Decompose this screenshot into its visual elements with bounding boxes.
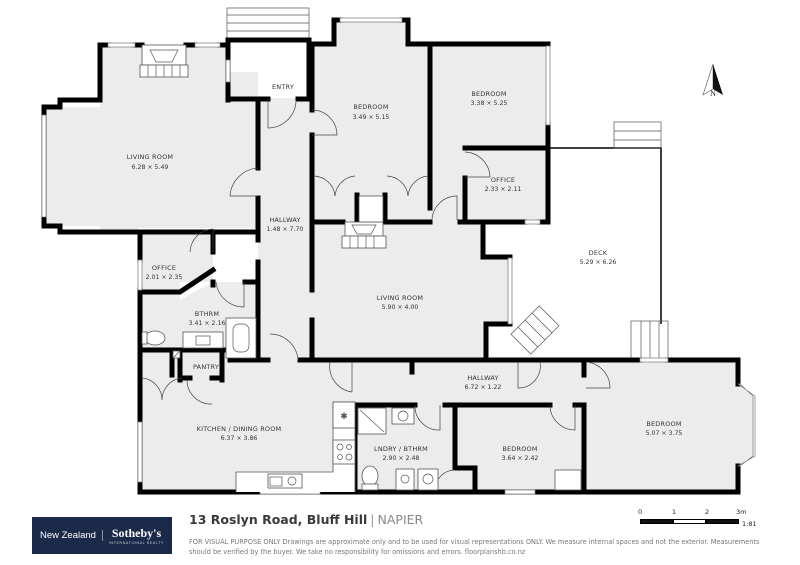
property-address: 13 Roslyn Road, Bluff Hill|NAPIER: [189, 512, 423, 527]
address-separator: |: [370, 512, 375, 527]
room-name: BEDROOM: [502, 445, 537, 453]
logo-brand: Sotheby's: [111, 525, 162, 540]
room-name: BTHRM: [195, 310, 219, 318]
floor-plan: ✱ N LIVING ROOM 6.28 × 5.49 ENTRY BEDROO…: [41, 7, 756, 495]
room-dims: 6.28 × 5.49: [132, 164, 169, 171]
logo-brand-block: Sotheby's INTERNATIONAL REALTY: [103, 527, 164, 545]
scale-bar: 0 1 2 3m 1:81: [638, 508, 758, 530]
room-name: KITCHEN / DINING ROOM: [197, 425, 282, 433]
disclaimer-text: FOR VISUAL PURPOSE ONLY Drawings are app…: [189, 538, 760, 556]
logo-tagline: INTERNATIONAL REALTY: [108, 540, 165, 545]
room-name: LNDRY / BTHRM: [374, 445, 428, 453]
room-dims: 5.29 × 6.26: [580, 259, 617, 266]
room-dims: 3.38 × 5.25: [471, 100, 508, 107]
room-dims: 3.64 × 2.42: [502, 455, 539, 462]
scale-segment: [706, 519, 739, 524]
room-dims: 5.90 × 4.00: [382, 304, 419, 311]
svg-text:N: N: [710, 89, 716, 98]
room-dims: 3.41 × 2.16: [189, 320, 226, 327]
sothebys-logo: New Zealand Sotheby's INTERNATIONAL REAL…: [32, 517, 172, 554]
scale-tick: 3m: [736, 508, 747, 516]
room-dims: 1.48 × 7.70: [267, 226, 304, 233]
room-dims: 2.01 × 2.35: [146, 274, 183, 281]
room-name: OFFICE: [152, 264, 176, 272]
room-name: PANTRY: [193, 363, 219, 371]
fireplaces: [139, 44, 387, 249]
address-city: NAPIER: [377, 512, 424, 527]
room-name: HALLWAY: [467, 374, 498, 382]
fixtures: ✱: [141, 317, 582, 492]
room-name: LIVING ROOM: [377, 294, 423, 302]
room-name: HALLWAY: [269, 216, 300, 224]
svg-text:✱: ✱: [340, 412, 348, 422]
room-dims: 6.72 × 1.22: [465, 384, 502, 391]
room-dims: 2.33 × 2.11: [485, 186, 522, 193]
footer: New Zealand Sotheby's INTERNATIONAL REAL…: [0, 505, 800, 565]
room-name: BEDROOM: [646, 420, 681, 428]
scale-segment: [673, 519, 706, 524]
scale-tick: 2: [705, 508, 710, 516]
scale-segment: [640, 519, 673, 524]
room-name: ENTRY: [272, 83, 294, 91]
room-name: BEDROOM: [471, 90, 506, 98]
floor-fills: [44, 20, 755, 492]
entry-steps: [226, 7, 310, 41]
room-name: DECK: [589, 249, 608, 257]
deck-area: [510, 121, 669, 361]
scale-tick: 1: [672, 508, 677, 516]
scale-tick: 0: [638, 508, 643, 516]
room-name: OFFICE: [491, 176, 515, 184]
room-name: BEDROOM: [353, 103, 388, 111]
room-dims: 2.90 × 2.48: [383, 455, 420, 462]
north-compass-icon: N: [702, 63, 723, 98]
room-dims: 3.49 × 5.15: [353, 114, 390, 121]
logo-region: New Zealand: [40, 530, 103, 541]
address-street: 13 Roslyn Road, Bluff Hill: [189, 512, 368, 527]
room-dims: 5.07 × 3.75: [646, 430, 683, 437]
room-dims: 6.37 × 3.86: [221, 435, 258, 442]
scale-ratio: 1:81: [742, 520, 757, 528]
scale-bar-segments: [640, 519, 739, 524]
room-name: LIVING ROOM: [127, 153, 173, 161]
room-labels: LIVING ROOM 6.28 × 5.49 ENTRY BEDROOM 3.…: [127, 83, 683, 462]
